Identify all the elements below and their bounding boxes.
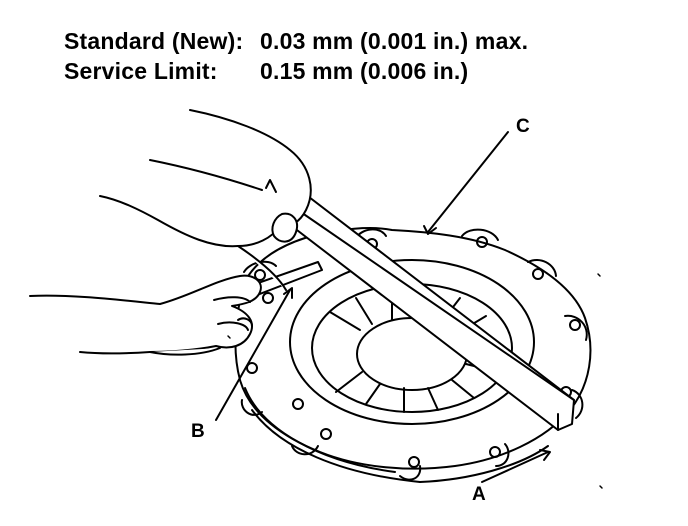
service-limit-row: Service Limit: 0.15 mm (0.006 in.) — [64, 58, 468, 85]
callout-c: C — [516, 116, 530, 137]
straight-edge — [275, 183, 575, 431]
lower-hand — [29, 274, 262, 356]
pressure-plate — [234, 227, 592, 483]
upper-hand — [99, 109, 312, 291]
leader-a — [481, 451, 549, 483]
callout-a: A — [472, 484, 486, 505]
leader-b — [215, 289, 291, 421]
leader-lines — [215, 131, 551, 483]
service-limit-label: Service Limit: — [64, 58, 218, 84]
leader-c — [427, 131, 509, 233]
standard-label: Standard (New): — [64, 28, 244, 54]
print-specks — [227, 273, 603, 489]
standard-value: 0.03 mm (0.001 in.) max. — [260, 28, 529, 54]
service-limit-value: 0.15 mm (0.006 in.) — [260, 58, 469, 84]
standard-spec-row: Standard (New): 0.03 mm (0.001 in.) max. — [64, 28, 528, 55]
callout-b: B — [191, 421, 205, 442]
